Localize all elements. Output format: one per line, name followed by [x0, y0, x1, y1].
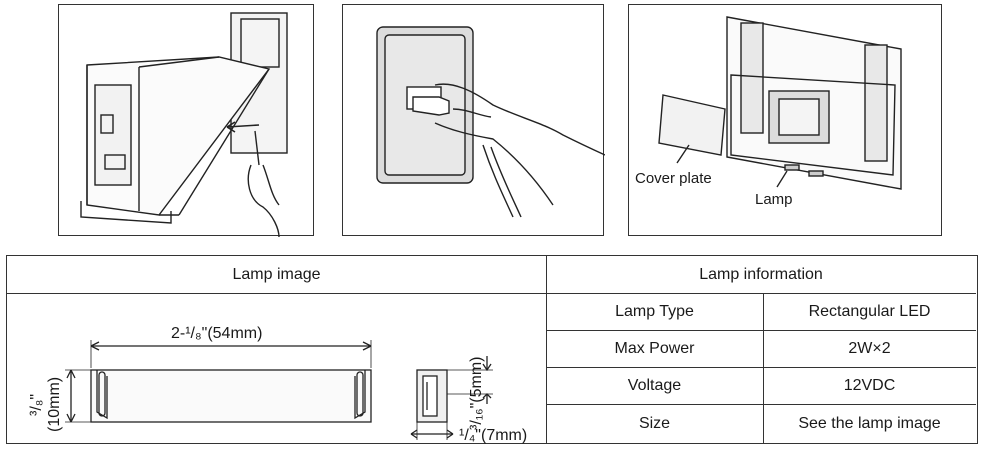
unplug-illustration	[376, 26, 605, 218]
table-divider	[546, 256, 547, 443]
length-label: 2-¹/₈"(54mm)	[171, 325, 262, 342]
table-divider	[763, 294, 764, 443]
table-divider	[546, 404, 976, 405]
lamp-image-header: Lamp image	[232, 265, 321, 283]
figure-hood-remove-screw	[58, 4, 314, 237]
figure-unplug-power	[342, 4, 605, 236]
row-label-voltage: Voltage	[627, 376, 682, 394]
hood-illustration	[80, 12, 288, 237]
top-dimension-label: ³/₁₆"(5mm)	[468, 356, 485, 430]
height-fraction-label: ³/₈"	[28, 394, 45, 416]
table-divider	[546, 330, 976, 331]
row-value-size: See the lamp image	[798, 414, 941, 432]
lamp-dimension-drawing: 2-¹/₈"(54mm) (10mm) ³/₈" ³/₁₆"(5mm) ¹/₄"…	[28, 325, 527, 444]
height-mm-label: (10mm)	[46, 377, 63, 432]
cover-plate-label: Cover plate	[635, 170, 712, 187]
row-label-lamp-type: Lamp Type	[615, 302, 694, 320]
row-label-max-power: Max Power	[614, 339, 695, 357]
lamp-label: Lamp	[755, 191, 793, 208]
lamp-info-header: Lamp information	[699, 265, 823, 283]
lamp-location-illustration	[658, 16, 902, 190]
table-divider	[546, 367, 976, 368]
figure-cover-plate-lamp: Cover plate Lamp	[628, 4, 942, 236]
lamp-body	[90, 369, 372, 423]
lamp-spec-table: Lamp image Lamp information Lamp Type Re…	[6, 255, 978, 444]
row-value-max-power: 2W×2	[848, 339, 891, 357]
row-value-voltage: 12VDC	[843, 376, 896, 394]
depth-label: ¹/₄"(7mm)	[459, 427, 527, 444]
row-value-lamp-type: Rectangular LED	[808, 302, 931, 320]
table-divider	[7, 293, 976, 294]
row-label-size: Size	[638, 414, 671, 432]
